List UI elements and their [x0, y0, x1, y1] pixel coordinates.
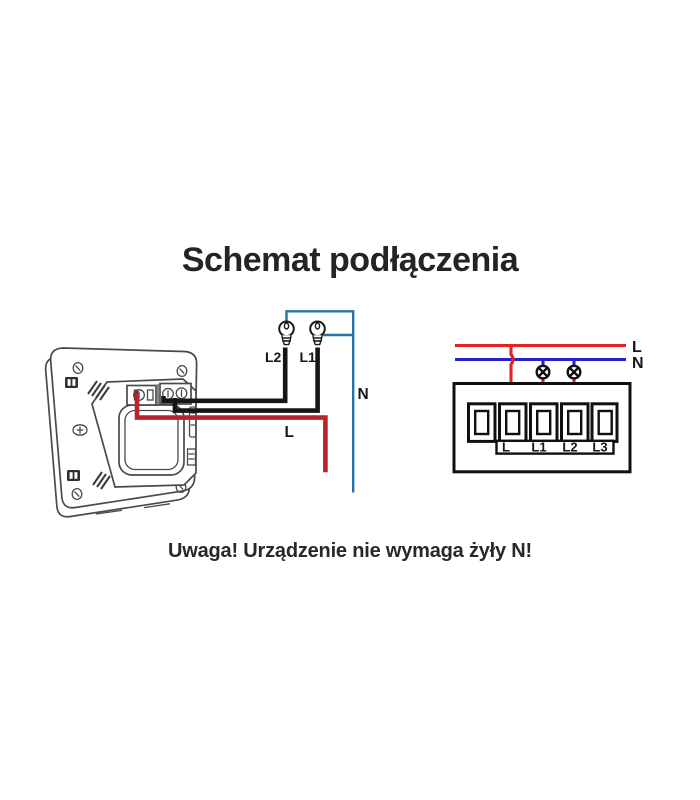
schematic-terminals [467, 402, 619, 443]
terminal-label-l3: L3 [592, 440, 607, 455]
label-live: L [285, 424, 294, 441]
terminal-label-l2: L2 [562, 440, 577, 455]
page-title: Schemat podłączenia [181, 241, 519, 279]
schematic-label-neutral: N [632, 355, 644, 372]
module-window-inner [124, 409, 179, 471]
terminal-schematic: L N [452, 339, 644, 474]
light-bulb-icon-l2 [278, 320, 295, 346]
grip-hatch-bottom [92, 471, 111, 490]
mount-notches [95, 503, 171, 515]
schematic-label-live: L [632, 339, 642, 356]
module-side-details [186, 406, 197, 466]
oval-adjuster [72, 424, 88, 436]
terminal-label-l: L [502, 440, 510, 455]
switched-wire-l2 [161, 347, 288, 404]
terminal-label-strip: L L1 L2 L3 [495, 439, 615, 455]
warning-note: Uwaga! Urządzenie nie wymaga żyły N! [167, 540, 533, 562]
live-drop-wire [509, 345, 515, 411]
switch-rear-view [44, 347, 198, 518]
label-lamp-l2: L2 [265, 349, 282, 365]
label-lamp-l1: L1 [300, 349, 317, 365]
switched-wire-l1 [172, 347, 320, 413]
grip-hatch-top [87, 380, 110, 401]
terminal-label-l1: L1 [531, 440, 546, 455]
label-neutral: N [358, 386, 369, 403]
latch-clip-top [65, 377, 78, 388]
live-wire [134, 393, 328, 473]
wires [134, 310, 355, 493]
neutral-wire [285, 310, 355, 493]
light-bulb-icon-l1 [309, 320, 326, 346]
latch-clip-bottom [67, 470, 80, 481]
